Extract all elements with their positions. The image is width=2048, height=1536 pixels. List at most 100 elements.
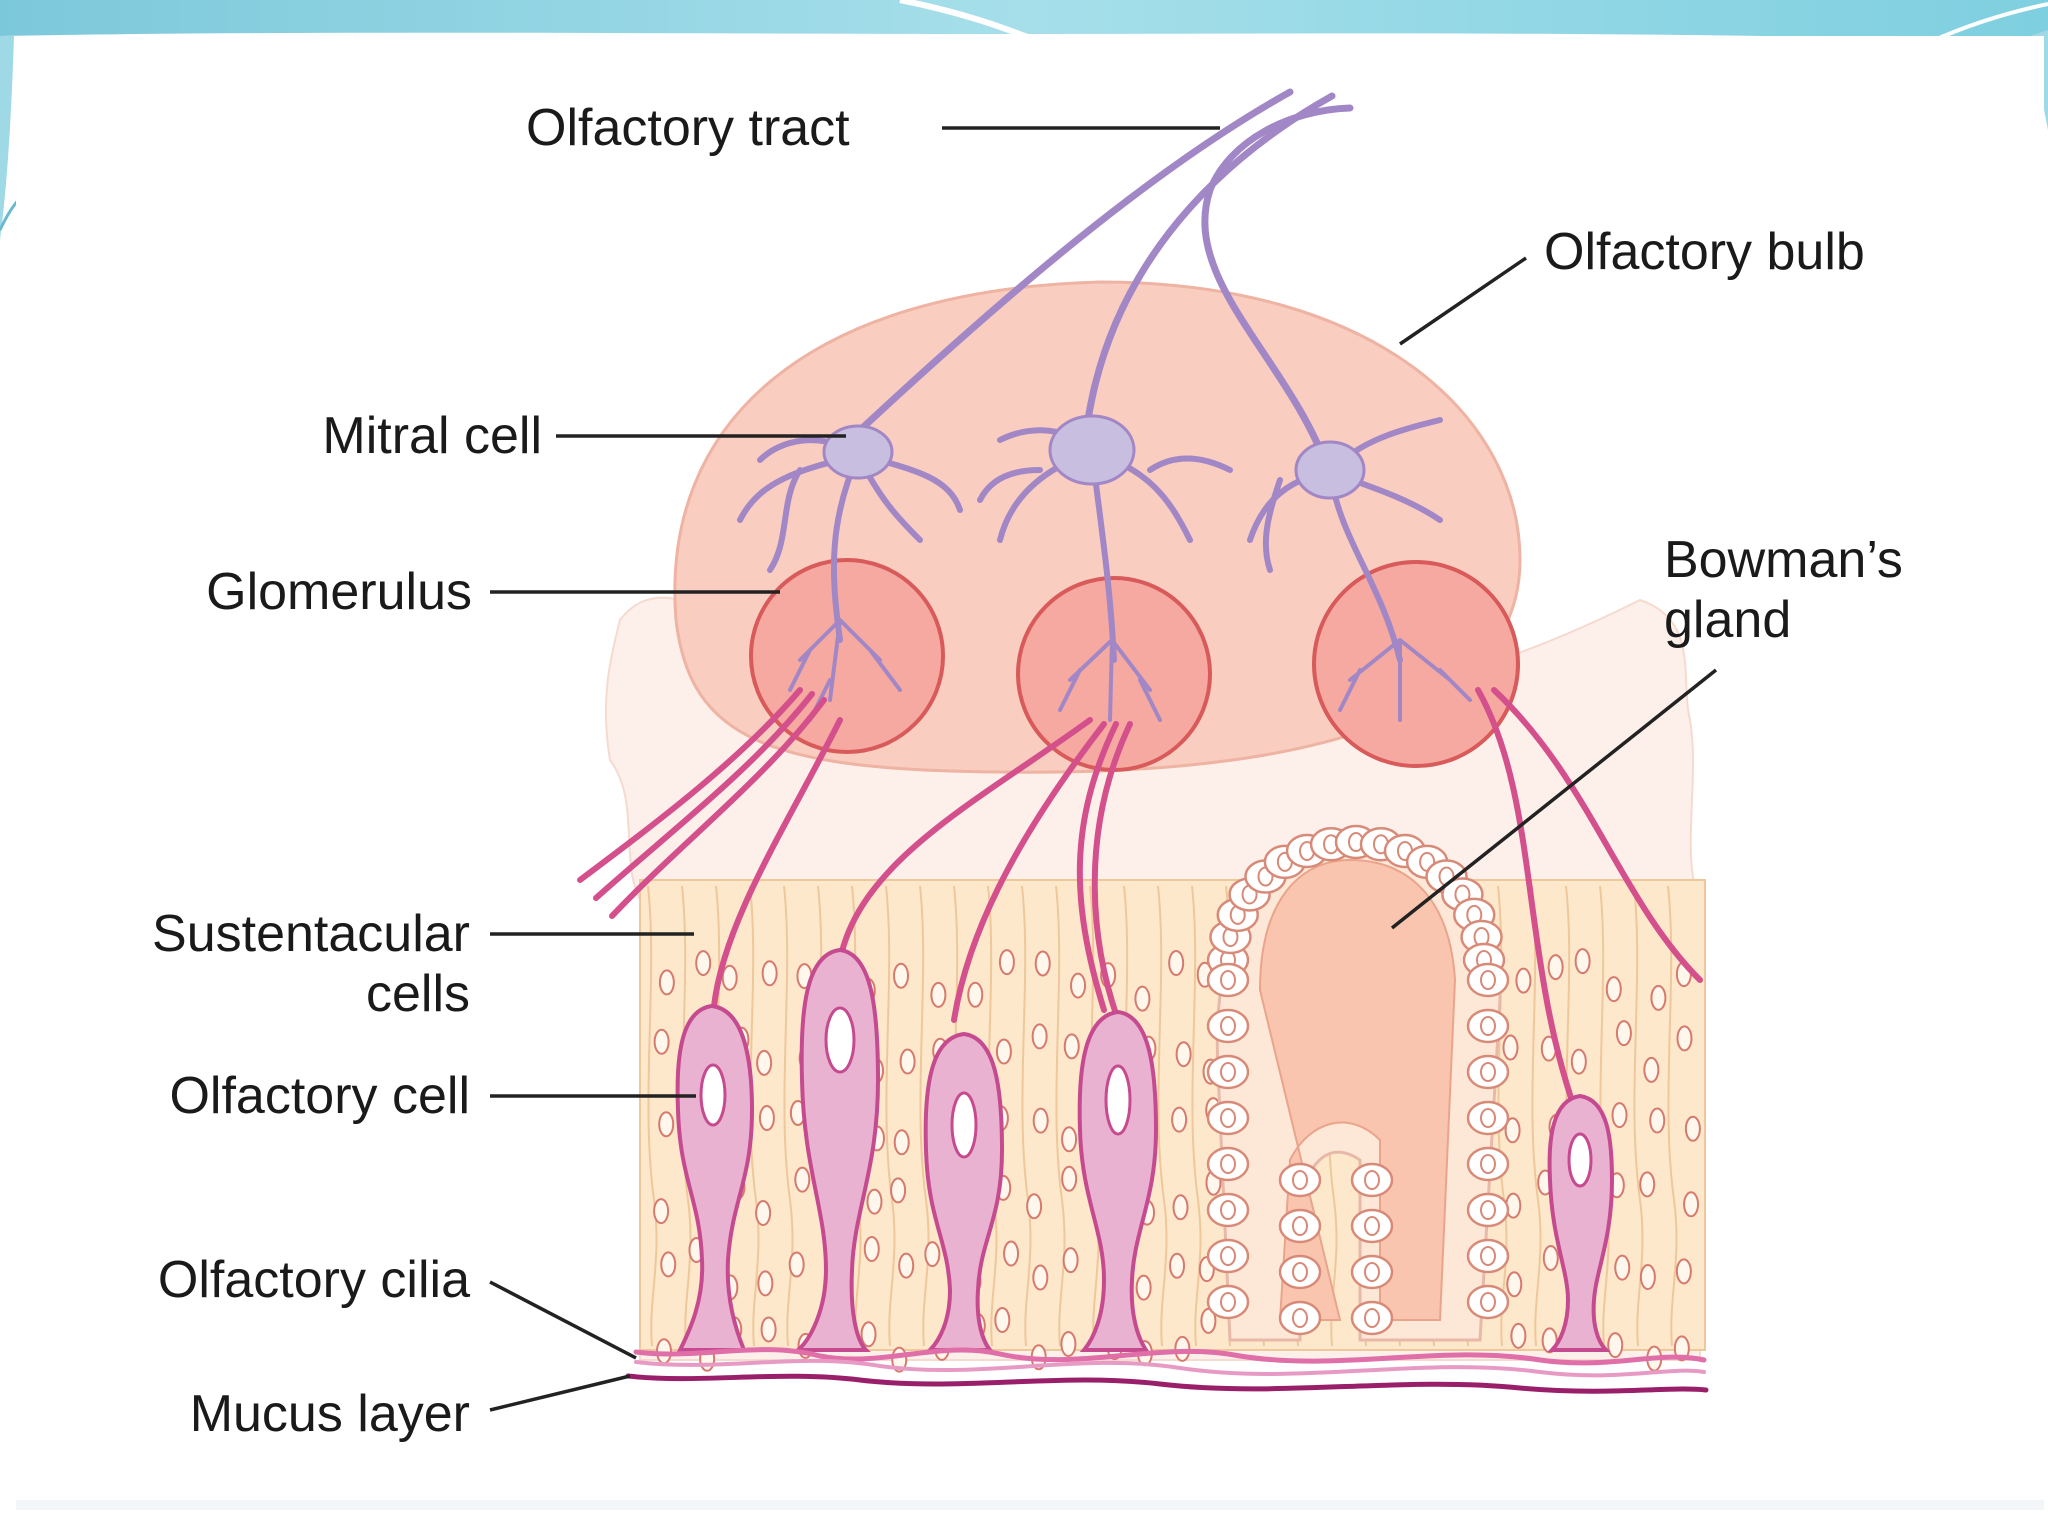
- epithelial-nucleus: [658, 1111, 675, 1138]
- label-bowmans-gland: Bowman’s gland: [1664, 530, 1903, 650]
- epithelial-nucleus: [1510, 1322, 1527, 1349]
- label-sustentacular-line1: Sustentacular: [152, 905, 470, 963]
- leader-olfactory-cilia: [489, 1280, 637, 1360]
- epithelial-nucleus: [653, 1028, 670, 1055]
- epithelial-nucleus: [1570, 1048, 1587, 1075]
- epithelial-nucleus: [898, 1252, 915, 1279]
- gland-cell: [1278, 1300, 1322, 1336]
- gland-cell-nucleus: [1220, 1108, 1236, 1128]
- epithelial-nucleus: [1506, 1271, 1523, 1298]
- gland-cell: [1206, 1284, 1250, 1320]
- epithelial-nucleus: [660, 1251, 677, 1278]
- olfactory-cilia-and-mucus: [625, 1347, 1709, 1394]
- bowmans-gland-lumen: [1258, 858, 1457, 1321]
- epithelial-nucleus: [1542, 1245, 1559, 1272]
- label-olfactory-bulb: Olfactory bulb: [1544, 223, 1865, 281]
- epithelial-nucleus: [1175, 1041, 1192, 1068]
- glomerulus-3: [1312, 560, 1520, 768]
- gland-cell-nucleus: [1480, 1108, 1496, 1128]
- epithelial-nucleus: [1171, 1106, 1188, 1133]
- gland-cell-nucleus: [1364, 1308, 1380, 1328]
- epithelial-nucleus: [1060, 1331, 1077, 1358]
- epithelial-nucleus: [1684, 1115, 1701, 1142]
- epithelial-nucleus: [788, 1251, 805, 1278]
- epithelial-nucleus: [1061, 1165, 1078, 1192]
- gland-cell: [1466, 1146, 1510, 1182]
- slide-left-band: [0, 0, 14, 240]
- epithelial-nucleus: [893, 1129, 910, 1156]
- epithelial-nucleus: [1676, 1025, 1693, 1052]
- bowmans-gland-cells: [1206, 824, 1510, 1336]
- label-olfactory-cilia: Olfactory cilia: [157, 1251, 470, 1309]
- label-bowmans-gland-line1: Bowman’s: [1664, 531, 1903, 589]
- mitral-cell-body-2: [1048, 414, 1136, 486]
- epithelial-nucleus: [1502, 1034, 1519, 1061]
- gland-cell-nucleus: [1480, 970, 1496, 990]
- gland-cell-nucleus: [1220, 1154, 1236, 1174]
- epithelial-nucleus: [1032, 1107, 1049, 1134]
- epithelial-nucleus: [1611, 1102, 1628, 1129]
- slide-top-band: [0, 0, 2048, 42]
- epithelial-nucleus: [1031, 1023, 1048, 1050]
- sustentacular-cell-outline: [1055, 885, 1066, 1347]
- epithelial-nucleus: [1032, 1264, 1049, 1291]
- mitral-cell-bodies: [822, 414, 1366, 500]
- bowmans-gland: [1206, 824, 1510, 1342]
- gland-cell: [1466, 1054, 1510, 1090]
- gland-cell: [1206, 1100, 1250, 1136]
- mucus-layer: [625, 1373, 1709, 1394]
- sustentacular-cell-outline: [1667, 885, 1678, 1347]
- epithelial-nucleus: [994, 1307, 1011, 1334]
- gland-cell-nucleus: [1292, 1262, 1308, 1282]
- gland-cell: [1206, 1192, 1250, 1228]
- sustentacular-cell-outline: [1191, 885, 1202, 1347]
- gland-cell-nucleus: [1292, 1170, 1308, 1190]
- epithelial-nucleus: [1547, 954, 1564, 981]
- epithelial-nucleus: [998, 949, 1015, 976]
- sustentacular-cell-outline: [647, 885, 658, 1347]
- epithelial-nucleus: [655, 1338, 672, 1365]
- gland-cell-nucleus: [1480, 1154, 1496, 1174]
- epithelial-nucleus: [760, 1316, 777, 1343]
- epithelial-nucleus: [1639, 1263, 1656, 1290]
- gland-cell-nucleus: [1480, 1016, 1496, 1036]
- gland-cell-nucleus: [1292, 1308, 1308, 1328]
- mitral-cell-body-1: [822, 424, 894, 480]
- epithelial-nucleus: [893, 962, 910, 989]
- gland-cell: [1466, 1192, 1510, 1228]
- olfactory-cell-5: [1547, 1093, 1615, 1352]
- epithelial-nucleus: [1169, 1252, 1186, 1279]
- epithelial-nucleus: [924, 1241, 941, 1268]
- epithelial-nucleus: [890, 1177, 907, 1204]
- gland-cell: [1206, 1008, 1250, 1044]
- epithelial-nucleus: [1003, 1240, 1020, 1267]
- epithelial-nucleus: [1034, 950, 1051, 977]
- epithelial-nucleus: [995, 1038, 1012, 1065]
- gland-cell-nucleus: [1220, 1016, 1236, 1036]
- epithelial-nucleus: [1615, 1020, 1632, 1047]
- gland-cell-nucleus: [1220, 1246, 1236, 1266]
- olfactory-cell-4-nucleus: [1104, 1064, 1132, 1136]
- leader-mucus-layer: [489, 1374, 631, 1412]
- epithelial-nucleus: [1607, 1332, 1624, 1359]
- epithelial-nucleus: [756, 1049, 773, 1076]
- gland-cell: [1466, 1100, 1510, 1136]
- gland-cell-nucleus: [1480, 1062, 1496, 1082]
- epithelial-nucleus: [1504, 1117, 1521, 1144]
- olfactory-receptor-axons: [577, 687, 1703, 1121]
- label-leader-lines: [489, 126, 1718, 1412]
- olfactory-cilia-2: [634, 1358, 1706, 1378]
- olfactory-cell-2: [792, 947, 881, 1352]
- sustentacular-cell-outline: [1021, 885, 1032, 1347]
- gland-cell-nucleus: [1480, 1200, 1496, 1220]
- label-olfactory-tract: Olfactory tract: [526, 99, 850, 157]
- epithelial-nucleus: [1168, 950, 1185, 977]
- epithelial-nucleus: [757, 1270, 774, 1297]
- gland-cell: [1206, 962, 1250, 998]
- gland-cell: [1206, 1238, 1250, 1274]
- epithelial-nucleus: [1643, 1056, 1660, 1083]
- olfactory-cilia: [633, 1347, 1707, 1366]
- epithelial-nucleus: [1650, 984, 1667, 1011]
- sustentacular-cell-outline: [1531, 885, 1542, 1347]
